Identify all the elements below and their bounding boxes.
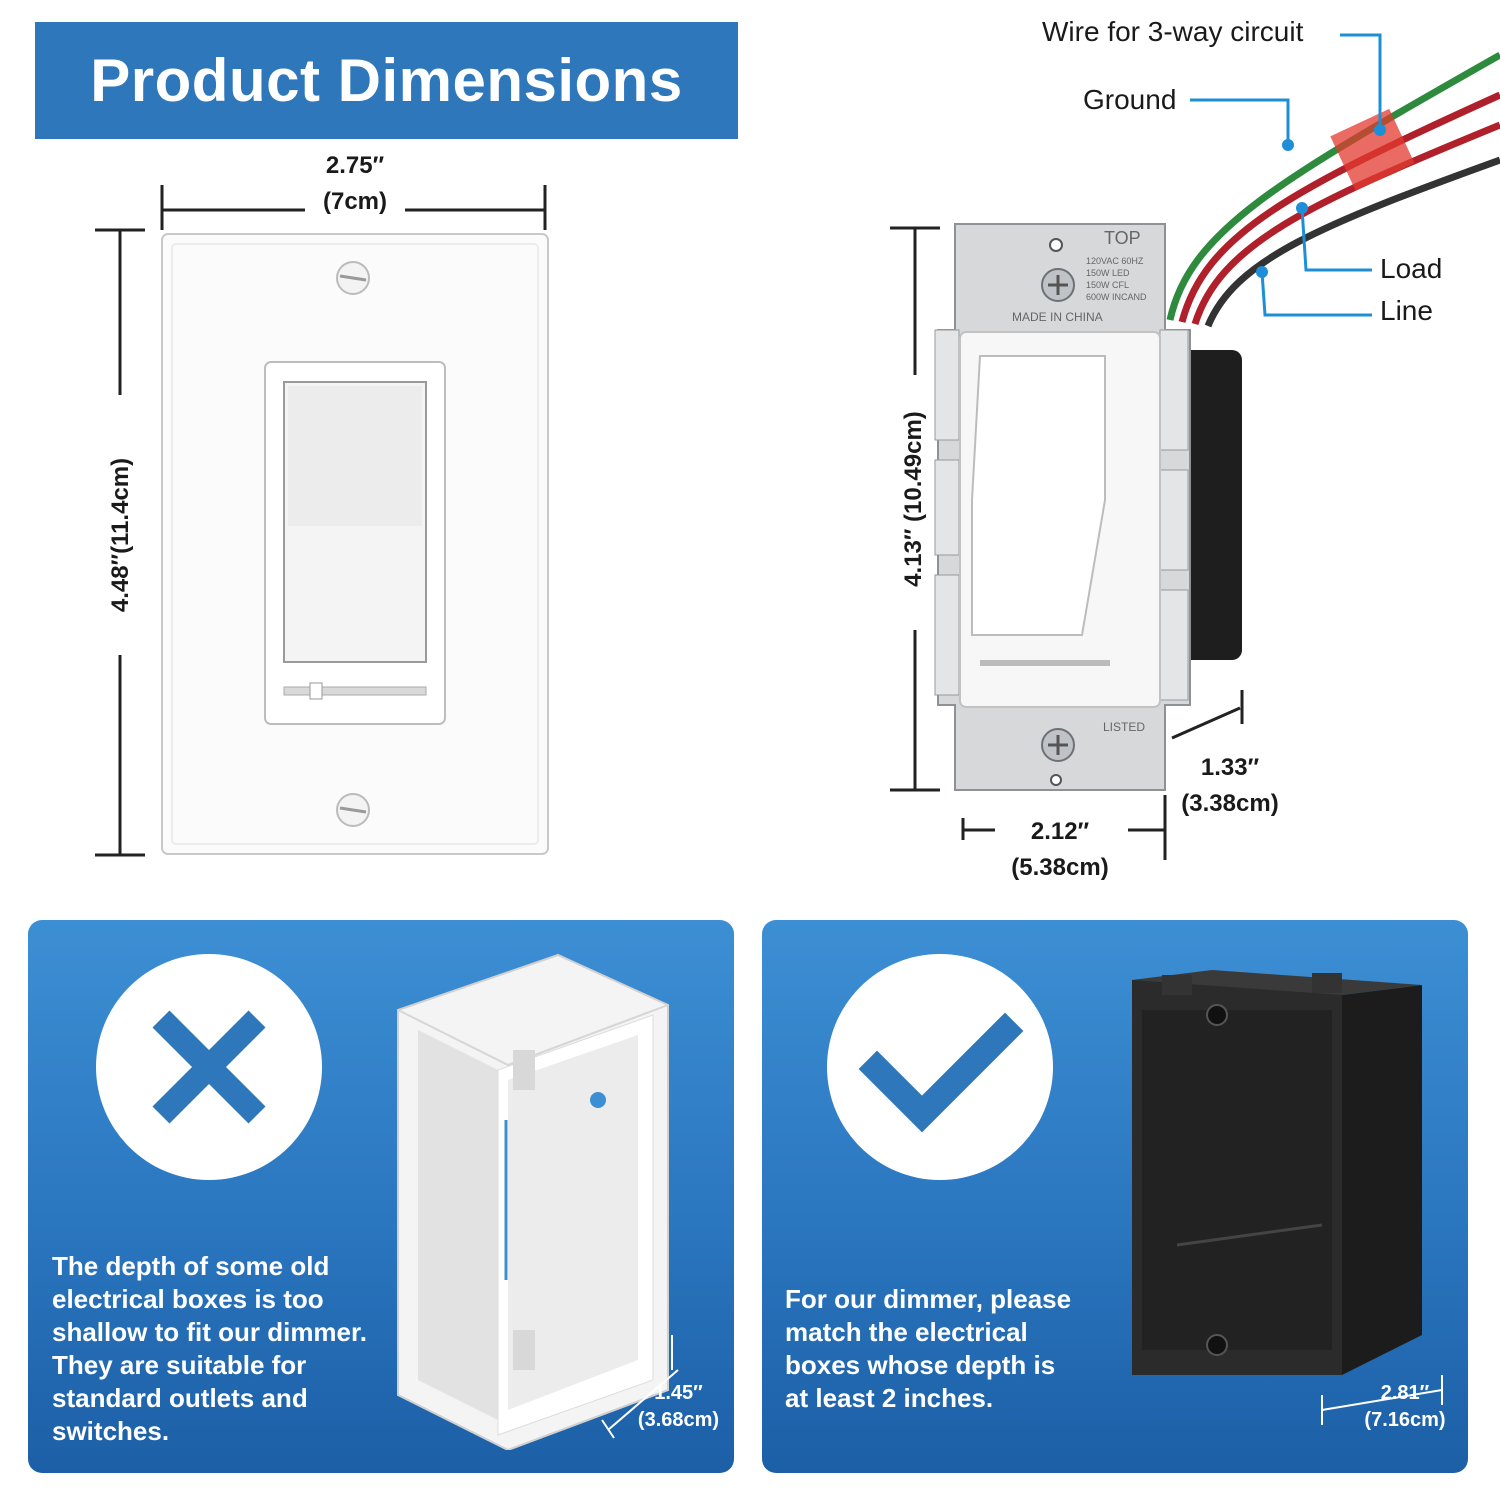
switch-height-label: 4.13″ (10.49cm)	[900, 411, 927, 587]
strap-ratings: 120VAC 60HZ 150W LED 150W CFL 600W INCAN…	[1086, 255, 1147, 303]
shallow-depth-in: 1.45″	[654, 1382, 703, 1404]
rating-line: 600W INCAND	[1086, 292, 1147, 302]
checkmark-icon	[858, 1012, 1024, 1133]
switch-depth-label: 1.33″ (3.38cm)	[1165, 750, 1295, 822]
rating-line: 120VAC 60HZ	[1086, 256, 1144, 266]
switch-depth-in: 1.33″	[1200, 754, 1260, 781]
wire-3way-label: Wire for 3-way circuit	[1042, 16, 1304, 47]
dimmer-switch-illustration	[890, 33, 1500, 860]
description-line: match the electrical	[785, 1317, 1028, 1347]
rating-line: 150W LED	[1086, 268, 1130, 278]
deep-box-illustration	[1132, 970, 1422, 1375]
plate-width-in: 2.75″	[325, 152, 385, 179]
description-line: at least 2 inches.	[785, 1383, 994, 1413]
strap-listed: LISTED	[1103, 720, 1146, 734]
page-title: Product Dimensions	[90, 47, 683, 114]
strap-top-text: TOP	[1104, 228, 1141, 248]
description-line: shallow to fit our dimmer.	[52, 1317, 367, 1347]
shallow-box-description: The depth of some old electrical boxes i…	[52, 1250, 412, 1448]
shallow-box-panel: 1.45″ (3.68cm) The depth of some old ele…	[28, 920, 734, 1473]
switch-width-cm: (5.38cm)	[1011, 854, 1109, 881]
strap-made-in: MADE IN CHINA	[1012, 310, 1103, 324]
description-line: standard outlets and	[52, 1383, 308, 1413]
description-line: electrical boxes is too	[52, 1284, 324, 1314]
shallow-depth-cm: (3.68cm)	[637, 1409, 720, 1431]
shallow-box-illustration	[397, 953, 669, 1450]
description-line: They are suitable for	[52, 1350, 307, 1380]
shallow-depth-dimension	[601, 1335, 679, 1439]
switch-width-label: 2.12″ (5.38cm)	[990, 814, 1130, 886]
deep-box-panel: 2.81″ (7.16cm) For our dimmer, please ma…	[762, 920, 1468, 1473]
switch-depth-cm: (3.38cm)	[1181, 790, 1279, 817]
plate-width-cm: (7cm)	[322, 188, 388, 215]
description-line: For our dimmer, please	[785, 1284, 1072, 1314]
wall-plate-illustration	[95, 185, 549, 857]
wire-load-label: Load	[1380, 253, 1443, 284]
deep-box-description: For our dimmer, please match the electri…	[785, 1283, 1115, 1415]
check-circle	[827, 954, 1053, 1180]
switch-width-in: 2.12″	[1030, 818, 1090, 845]
description-line: boxes whose depth is	[785, 1350, 1056, 1380]
deep-depth-in: 2.81″	[1380, 1382, 1430, 1404]
deep-depth-cm: (7.16cm)	[1364, 1409, 1446, 1431]
plate-height-label: 4.48″(11.4cm)	[107, 457, 134, 613]
deep-depth-dimension	[1321, 1375, 1443, 1425]
x-mark-icon	[152, 1010, 266, 1124]
description-line: switches.	[52, 1416, 170, 1446]
wire-line-label: Line	[1380, 295, 1433, 326]
rating-line: 150W CFL	[1086, 280, 1130, 290]
deep-depth-label: 2.81″ (7.16cm)	[1350, 1380, 1460, 1434]
plate-width-label: 2.75″ (7cm)	[275, 148, 435, 220]
shallow-depth-label: 1.45″ (3.68cm)	[626, 1380, 731, 1434]
x-circle	[96, 954, 322, 1180]
description-line: The depth of some old	[52, 1251, 330, 1281]
title-banner: Product Dimensions	[35, 22, 738, 139]
wire-ground-label: Ground	[1083, 84, 1177, 115]
